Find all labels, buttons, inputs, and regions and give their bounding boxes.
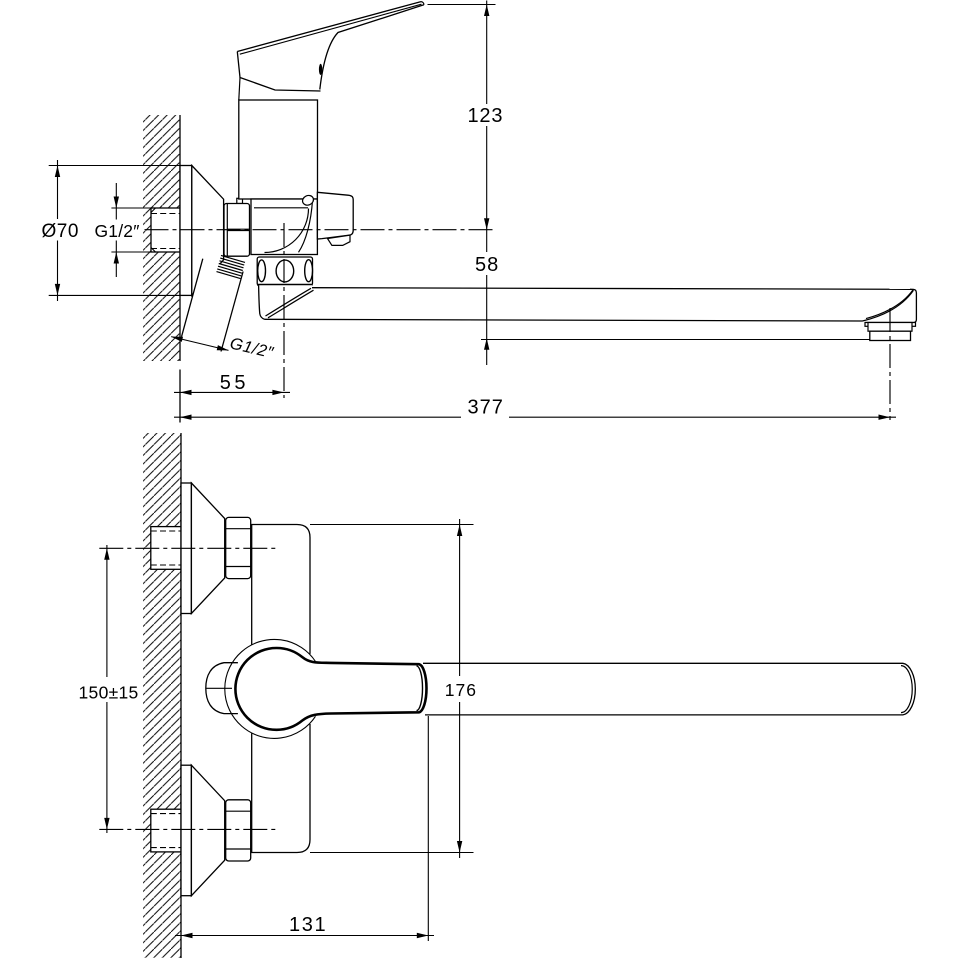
svg-text:176: 176 bbox=[445, 680, 477, 700]
svg-text:55: 55 bbox=[220, 372, 249, 394]
svg-text:377: 377 bbox=[468, 397, 504, 419]
svg-text:58: 58 bbox=[475, 254, 499, 276]
svg-text:150±15: 150±15 bbox=[79, 683, 139, 703]
svg-text:131: 131 bbox=[289, 914, 327, 936]
svg-text:G1/2″: G1/2″ bbox=[95, 221, 140, 241]
svg-text:123: 123 bbox=[468, 105, 504, 127]
svg-text:Ø70: Ø70 bbox=[42, 221, 79, 242]
